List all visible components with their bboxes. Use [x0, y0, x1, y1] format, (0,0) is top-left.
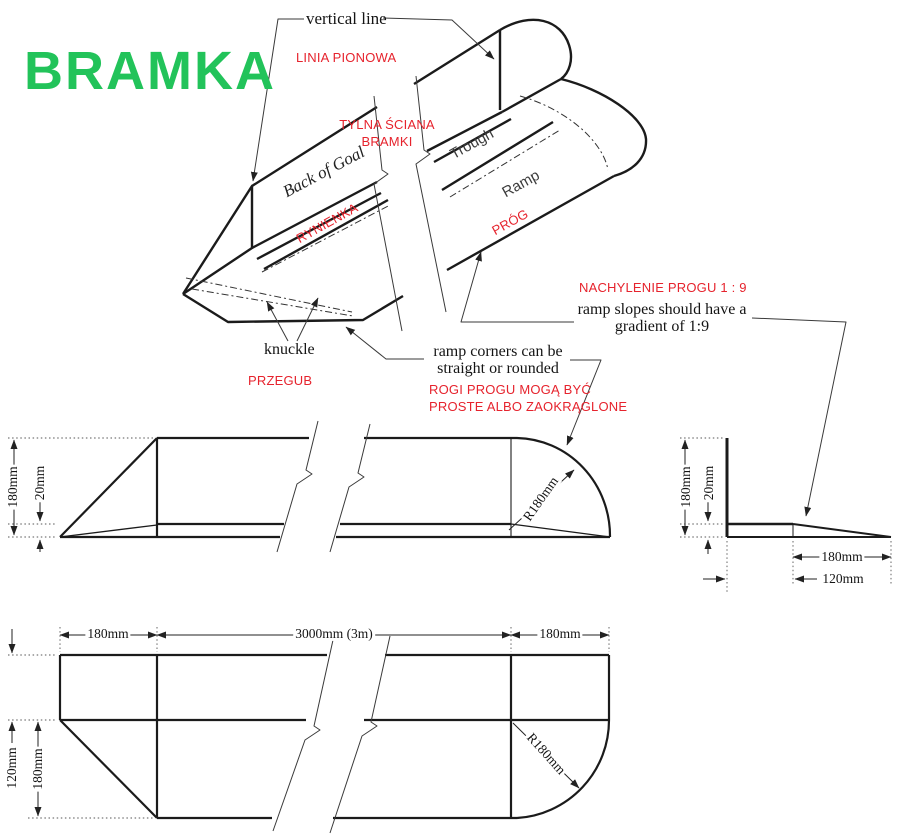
leader-lines	[250, 17, 847, 517]
plan-view-lines	[58, 653, 611, 820]
ramp-corners-label-pl: ROGI PROGU MOGĄ BYĆ PROSTE ALBO ZAOKRĄGL…	[429, 381, 627, 415]
iso-end-cap	[560, 77, 648, 178]
side-hypotenuse	[59, 437, 158, 538]
iso-view-lines	[181, 18, 648, 324]
side-break-lines	[276, 420, 371, 553]
plan-break-lines	[272, 635, 391, 834]
gradient-label-pl: NACHYLENIE PROGU 1 : 9	[579, 280, 747, 295]
knuckle-label-pl: PRZEGUB	[248, 373, 313, 388]
leader-ramp-corners-left	[345, 326, 424, 360]
back-wall-label-pl-line1: TYLNA ŚCIANA	[339, 117, 435, 132]
vertical-line-label-pl: LINIA PIONOWA	[296, 50, 397, 65]
leader-vertical-line-right	[382, 17, 495, 60]
end-lip-depth-dim: 120mm	[820, 570, 866, 587]
break-line	[329, 635, 391, 834]
ext-line	[8, 437, 155, 538]
side-lip-dim: 20mm	[31, 463, 48, 503]
ramp-corners-label: ramp corners can be straight or rounded	[424, 343, 572, 377]
break-line	[415, 75, 447, 313]
iso-rounded-lobe	[499, 18, 573, 80]
end-ramp-slope	[792, 523, 892, 538]
plan-ramp-depth-dim: 180mm	[29, 746, 46, 792]
side-view-lines	[59, 436, 612, 539]
iso-lobe-base	[501, 77, 562, 114]
break-line	[329, 423, 371, 553]
leader-ramp-corners-right	[566, 359, 602, 446]
iso-ramp-fold-right	[449, 129, 561, 198]
break-line	[276, 420, 319, 553]
end-lip-dim: 20mm	[700, 463, 717, 503]
ramp-corners-line1: ramp corners can be	[433, 343, 563, 360]
iso-wall-bottom-edge	[251, 110, 503, 250]
break-line	[373, 95, 403, 332]
plan-length-dim: 3000mm (3m)	[293, 625, 375, 642]
iso-back-wall-ridge	[251, 28, 501, 188]
plan-corner-arc	[516, 719, 611, 820]
knuckle-label: knuckle	[264, 341, 315, 358]
plan-ramp-width-dim: 180mm	[537, 625, 583, 642]
end-ramp-depth-dim: 180mm	[819, 548, 865, 565]
iso-left-gusset	[181, 184, 254, 295]
plan-front-depth-dim: 120mm	[3, 745, 20, 791]
ext-line	[726, 541, 892, 592]
dimension-lines	[8, 439, 892, 817]
side-corner-arc	[516, 436, 612, 538]
side-left-ramp-slope	[59, 524, 158, 538]
iso-trough-channel	[256, 117, 554, 271]
iso-trough-fold-left	[261, 204, 391, 273]
ramp-corners-pl-line2: PROSTE ALBO ZAOKRĄGLONE	[429, 399, 628, 414]
ext-line	[8, 654, 154, 819]
ext-line	[59, 627, 610, 652]
plan-side-edges	[58, 655, 611, 720]
plan-diagonal	[59, 719, 158, 819]
iso-ramp-front-edge	[182, 174, 615, 324]
iso-knuckle-fold-a	[185, 277, 353, 313]
iso-break-lines	[373, 75, 447, 332]
break-line	[272, 639, 334, 832]
plan-back-width-dim: 180mm	[85, 625, 131, 642]
leader-gradient-right	[751, 317, 847, 517]
ext-line	[680, 437, 725, 538]
end-height-dim: 180mm	[677, 464, 694, 510]
leader-vertical-line-left	[250, 18, 304, 182]
side-right-ramp-slope	[510, 523, 611, 538]
page-title: BRAMKA	[24, 41, 276, 101]
iso-cap-fold	[519, 95, 609, 171]
back-wall-label-pl-line2: BRAMKI	[361, 134, 413, 149]
ramp-corners-pl-line1: ROGI PROGU MOGĄ BYĆ	[429, 382, 591, 397]
back-wall-label-pl: TYLNA ŚCIANA BRAMKI	[337, 116, 437, 150]
side-height-dim: 180mm	[4, 464, 21, 510]
leader-knuckle-a	[266, 301, 289, 342]
ramp-corners-line2: straight or rounded	[437, 360, 559, 377]
gradient-label: ramp slopes should have a gradient of 1:…	[572, 301, 752, 335]
leader-knuckle-b	[296, 297, 319, 342]
end-view-lines	[725, 438, 892, 538]
vertical-line-label: vertical line	[306, 9, 387, 28]
leader-gradient-left	[460, 251, 574, 323]
gradient-line2: gradient of 1:9	[614, 318, 710, 335]
gradient-line1: ramp slopes should have a	[577, 301, 747, 318]
extension-lines	[8, 437, 892, 819]
